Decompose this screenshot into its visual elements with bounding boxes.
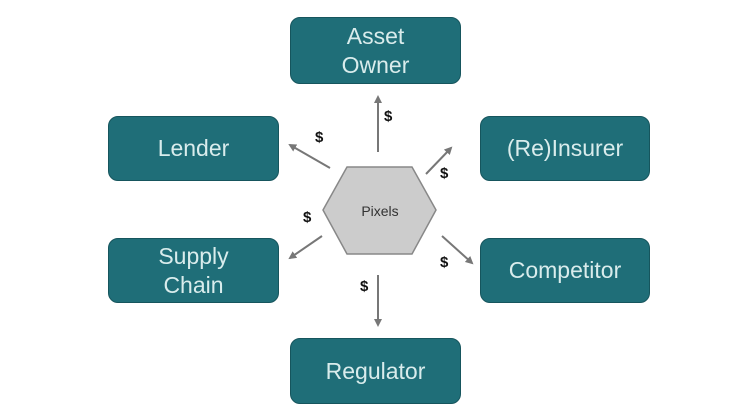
dollar-label-lender: $ (315, 129, 324, 146)
node-regulator: Regulator (290, 338, 461, 404)
center-label: Pixels (361, 203, 398, 219)
node-lender: Lender (108, 116, 279, 181)
dollar-label-regulator: $ (360, 278, 369, 295)
node-supply-chain: Supply Chain (108, 238, 279, 303)
node-reinsurer: (Re)Insurer (480, 116, 650, 181)
arrow-to-reinsurer (425, 146, 453, 175)
node-label: Competitor (508, 257, 622, 283)
node-label: (Re)Insurer (506, 135, 624, 161)
node-asset-owner: Asset Owner (290, 17, 461, 84)
node-label: Asset Owner (341, 22, 410, 78)
dollar-label-reinsurer: $ (440, 165, 449, 182)
center-hexagon (322, 166, 437, 255)
node-competitor: Competitor (480, 238, 650, 303)
node-label: Lender (157, 135, 230, 161)
arrow-to-supply-chain (288, 235, 323, 260)
dollar-label-asset-owner: $ (384, 108, 393, 125)
arrow-to-lender (288, 144, 331, 169)
arrow-to-competitor (441, 235, 474, 265)
dollar-label-competitor: $ (440, 254, 449, 271)
node-label: Supply Chain (158, 242, 229, 298)
dollar-label-supply-chain: $ (303, 209, 312, 226)
node-label: Regulator (325, 357, 426, 384)
